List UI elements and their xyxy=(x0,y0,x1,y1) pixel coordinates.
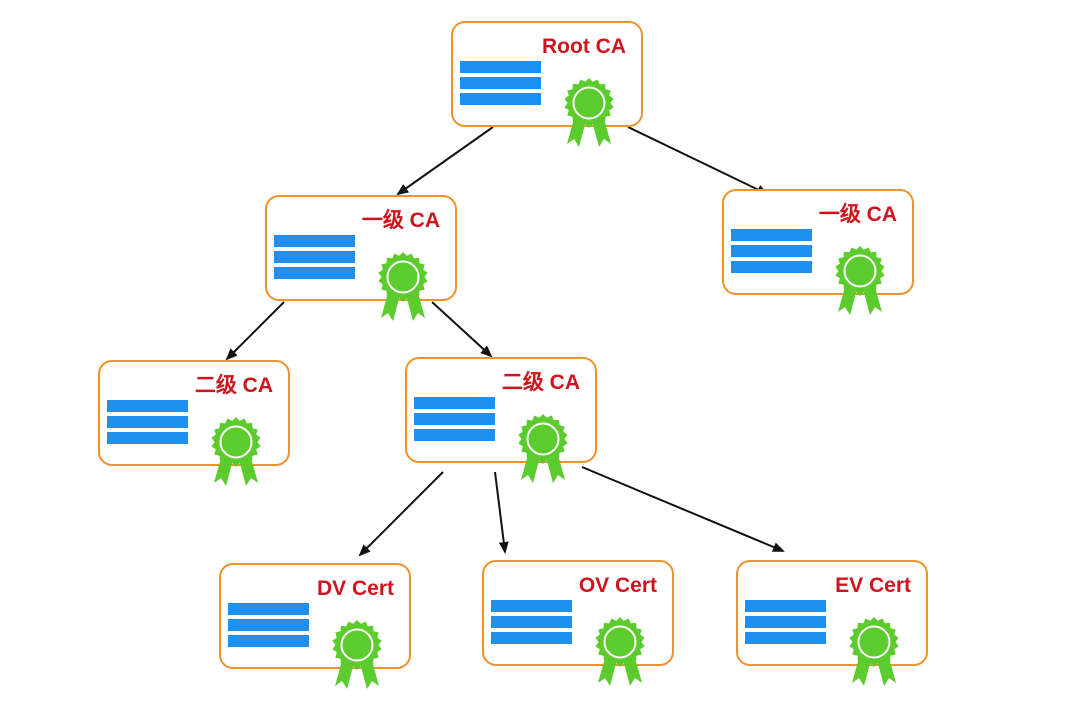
cert-node-root: Root CA xyxy=(451,21,643,147)
cert-info-line xyxy=(107,416,188,428)
cert-info-line xyxy=(491,632,572,644)
edge-arrow-root-to-l1-right xyxy=(627,126,769,195)
certificate-seal-icon xyxy=(211,417,261,486)
cert-info-line xyxy=(274,235,355,247)
cert-node-ov: OV Cert xyxy=(482,560,674,686)
cert-title: OV Cert xyxy=(579,574,657,597)
cert-info-line xyxy=(414,413,495,425)
seal-rosette xyxy=(211,417,261,467)
cert-title: EV Cert xyxy=(835,574,911,597)
cert-info-lines xyxy=(228,603,309,647)
seal-rosette xyxy=(332,620,382,670)
certificate-seal-icon xyxy=(518,414,568,483)
nodes-layer: Root CA 一级 CA 一级 CA 二级 CA 二级 CA DV Cert OV Cer… xyxy=(98,21,928,689)
cert-info-line xyxy=(731,261,812,273)
cert-info-line xyxy=(228,635,309,647)
cert-title: 一级 CA xyxy=(362,208,440,232)
cert-info-line xyxy=(731,245,812,257)
cert-title: 二级 CA xyxy=(195,373,273,397)
cert-title: 二级 CA xyxy=(502,370,580,394)
cert-title: 一级 CA xyxy=(819,202,897,226)
edge-arrow-l1-left-to-l2-right xyxy=(431,301,493,358)
certificate-seal-icon xyxy=(378,252,428,321)
cert-info-lines xyxy=(491,600,572,644)
cert-info-line xyxy=(460,77,541,89)
cert-info-line xyxy=(731,229,812,241)
edge-arrow-l2-right-to-ov xyxy=(494,471,509,554)
seal-ring xyxy=(857,625,891,659)
cert-info-lines xyxy=(745,600,826,644)
certificate-seal-icon xyxy=(332,620,382,689)
seal-rosette xyxy=(378,252,428,302)
seal-rosette xyxy=(849,617,899,667)
seal-ring xyxy=(340,628,374,662)
certificate-seal-icon xyxy=(835,246,885,315)
seal-rosette xyxy=(518,414,568,464)
cert-info-line xyxy=(107,432,188,444)
cert-info-line xyxy=(414,397,495,409)
cert-node-l2-right: 二级 CA xyxy=(405,357,597,483)
cert-info-line xyxy=(745,616,826,628)
seal-rosette xyxy=(595,617,645,667)
cert-info-lines xyxy=(107,400,188,444)
cert-node-ev: EV Cert xyxy=(736,560,928,686)
edge-arrow-l1-left-to-l2-left xyxy=(225,301,285,361)
seal-rosette xyxy=(835,246,885,296)
seal-ring xyxy=(386,260,420,294)
seal-rosette xyxy=(564,78,614,128)
edge-arrow-l2-right-to-dv xyxy=(358,471,444,557)
cert-node-l1-left: 一级 CA xyxy=(265,195,457,321)
seal-ring xyxy=(219,425,253,459)
edge-arrow-l2-right-to-ev xyxy=(581,466,785,552)
cert-title: DV Cert xyxy=(317,577,394,600)
edges-layer xyxy=(225,126,785,557)
cert-info-line xyxy=(107,400,188,412)
cert-info-line xyxy=(491,600,572,612)
cert-info-lines xyxy=(460,61,541,105)
certificate-seal-icon xyxy=(849,617,899,686)
certificate-seal-icon xyxy=(564,78,614,147)
cert-info-line xyxy=(414,429,495,441)
cert-info-line xyxy=(491,616,572,628)
cert-info-line xyxy=(460,93,541,105)
cert-node-dv: DV Cert xyxy=(219,563,411,689)
cert-info-line xyxy=(274,251,355,263)
cert-info-line xyxy=(745,600,826,612)
cert-info-lines xyxy=(414,397,495,441)
cert-info-line xyxy=(228,619,309,631)
cert-title: Root CA xyxy=(542,35,626,58)
cert-node-l2-left: 二级 CA xyxy=(98,360,290,486)
cert-info-line xyxy=(460,61,541,73)
cert-info-line xyxy=(228,603,309,615)
cert-node-l1-right: 一级 CA xyxy=(722,189,914,315)
seal-ring xyxy=(843,254,877,288)
cert-info-line xyxy=(745,632,826,644)
seal-ring xyxy=(603,625,637,659)
cert-info-lines xyxy=(731,229,812,273)
cert-info-lines xyxy=(274,235,355,279)
seal-ring xyxy=(572,86,606,120)
certificate-seal-icon xyxy=(595,617,645,686)
edge-arrow-root-to-l1-left xyxy=(396,126,494,196)
cert-info-line xyxy=(274,267,355,279)
seal-ring xyxy=(526,422,560,456)
